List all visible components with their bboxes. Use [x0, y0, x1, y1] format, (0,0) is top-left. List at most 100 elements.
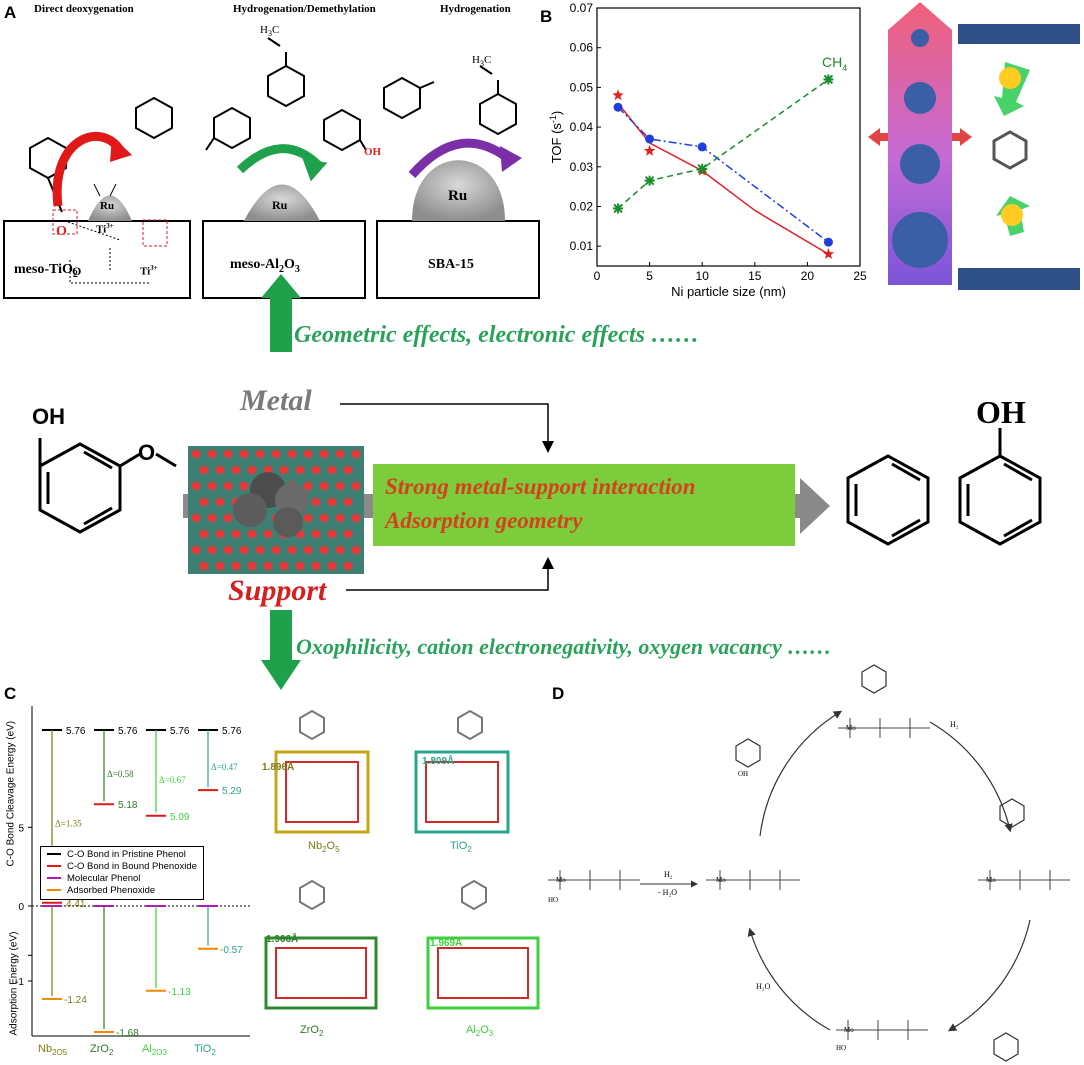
support-oxygen-atom: [295, 561, 305, 571]
legend-item-bound: C-O Bond in Bound Phenoxide: [47, 861, 197, 873]
panel-d-mo-1: Mo: [556, 876, 566, 884]
support-oxygen-atom: [215, 465, 225, 475]
support-oxygen-atom: [263, 561, 273, 571]
metal-label: Metal: [240, 384, 312, 417]
panel-c-chart: 50-15.764.41Δ=1.35-1.24Nb2O55.765.18Δ=0.…: [15, 706, 250, 1057]
y-tick-label: 0.05: [570, 80, 594, 94]
ti-label-2: Ti3+: [140, 264, 158, 278]
panel-b-ch4-label: CH4: [822, 54, 848, 73]
support-oxygen-atom: [335, 481, 345, 491]
support-oxygen-atom: [351, 545, 361, 555]
support-label: Support: [228, 574, 327, 607]
support-oxygen-atom: [255, 545, 265, 555]
support-oxygen-atom: [303, 513, 313, 523]
support-oxygen-atom: [303, 545, 313, 555]
support-oxygen-atom: [351, 449, 361, 459]
category-label: Nb2O5: [38, 1043, 68, 1057]
panel-d-h2-start: H₂: [664, 870, 673, 879]
delta-label: Δ=0.47: [211, 762, 238, 772]
panel-d-h2o-out: H₂O: [756, 982, 771, 991]
series-line-1: [617, 106, 829, 243]
support-oxygen-atom: [327, 497, 337, 507]
adsorption-label: -1.24: [64, 995, 87, 1006]
y-tick-label: 5: [18, 823, 24, 834]
support-oxygen-atom: [263, 529, 273, 539]
panel-a-box-tio2: [3, 96, 191, 299]
support-oxygen-atom: [287, 449, 297, 459]
panel-c-legend: C-O Bond in Pristine Phenol C-O Bond in …: [40, 846, 204, 900]
support-oxygen-atom: [255, 449, 265, 459]
category-label: Al2O3: [142, 1043, 167, 1057]
support-oxygen-atom: [303, 449, 313, 459]
support-oxygen-atom: [199, 529, 209, 539]
panel-d-ho-1: HO: [548, 896, 559, 904]
panel-d-mo-4: Mo: [986, 876, 996, 884]
bond-length-zro2: 1.966Å: [266, 934, 299, 945]
panel-a-title-hydro-demethyl: Hydrogenation/Demethylation: [233, 3, 376, 15]
adsorption-label: -0.57: [220, 945, 243, 956]
support-label-sba15: SBA-15: [428, 257, 474, 272]
h3c-label-2: H3C: [472, 54, 492, 69]
support-oxygen-atom: [223, 545, 233, 555]
support-oxygen-atom: [223, 481, 233, 491]
support-oxygen-atom: [231, 465, 241, 475]
y-tick-label: 0: [18, 902, 24, 913]
support-oxygen-atom: [319, 449, 329, 459]
support-oxygen-atom: [343, 497, 353, 507]
delta-label: Δ=1.35: [55, 818, 82, 828]
category-label: TiO2: [194, 1043, 216, 1057]
support-oxygen-atom: [215, 529, 225, 539]
data-point: [645, 134, 655, 144]
support-oxygen-atom: [343, 465, 353, 475]
support-oxygen-atom: [335, 545, 345, 555]
panel-d-letter: D: [552, 684, 565, 703]
data-point: [822, 248, 835, 259]
x-tick-label: 15: [748, 269, 762, 283]
panel-b-tower: [868, 2, 1080, 290]
ru-label-3: Ru: [448, 188, 468, 204]
delta-label: Δ=0.67: [159, 775, 186, 785]
support-oxygen-atom: [191, 481, 201, 491]
y-tick-label: 0.01: [570, 239, 594, 253]
interaction-line-2: Adsorption geometry: [385, 508, 583, 533]
panel-d-mo-2: Mo: [716, 876, 726, 884]
support-oxygen-atom: [279, 561, 289, 571]
support-oxygen-atom: [295, 465, 305, 475]
data-point: [613, 102, 623, 112]
pristine-label: 5.76: [170, 726, 190, 737]
support-oxygen-atom: [191, 545, 201, 555]
data-point: [823, 74, 834, 85]
pristine-label: 5.76: [66, 726, 86, 737]
structure-label-tio2: TiO2: [450, 840, 472, 855]
bound-label: 5.29: [222, 786, 242, 797]
benzene-molecule: [846, 454, 930, 546]
support-oxygen-atom: [279, 465, 289, 475]
support-oxygen-atom: [247, 561, 257, 571]
ru-label-2: Ru: [272, 198, 288, 212]
interaction-box: Strong metal-support interaction Adsorpt…: [373, 464, 795, 546]
support-oxygen-atom: [351, 513, 361, 523]
legend-item-molecular: Molecular Phenol: [47, 873, 197, 885]
support-oxygen-atom: [207, 481, 217, 491]
y-tick-label: 0.04: [570, 120, 594, 134]
data-point: [697, 163, 708, 174]
support-oxygen-atom: [287, 545, 297, 555]
support-oxygen-atom: [311, 497, 321, 507]
y-tick-label: 0.02: [570, 199, 594, 213]
bound-label: 5.09: [170, 812, 190, 823]
guaiacol-molecule: [38, 438, 177, 534]
support-oxygen-atom: [271, 545, 281, 555]
panel-b-letter: B: [540, 7, 553, 26]
panel-d-ho-2: HO: [836, 1044, 847, 1052]
support-oxygen-atom: [239, 545, 249, 555]
support-oxygen-atom: [207, 513, 217, 523]
y-tick-label: -1: [15, 977, 24, 988]
x-tick-label: 20: [801, 269, 815, 283]
support-oxygen-atom: [335, 449, 345, 459]
x-tick-label: 25: [853, 269, 867, 283]
bound-label: 4.41: [66, 899, 86, 910]
y-tick-label: 0.06: [570, 41, 594, 55]
x-axis-label: Ni particle size (nm): [671, 284, 786, 299]
pristine-label: 5.76: [222, 726, 242, 737]
y-tick-label: 0.07: [570, 1, 594, 15]
